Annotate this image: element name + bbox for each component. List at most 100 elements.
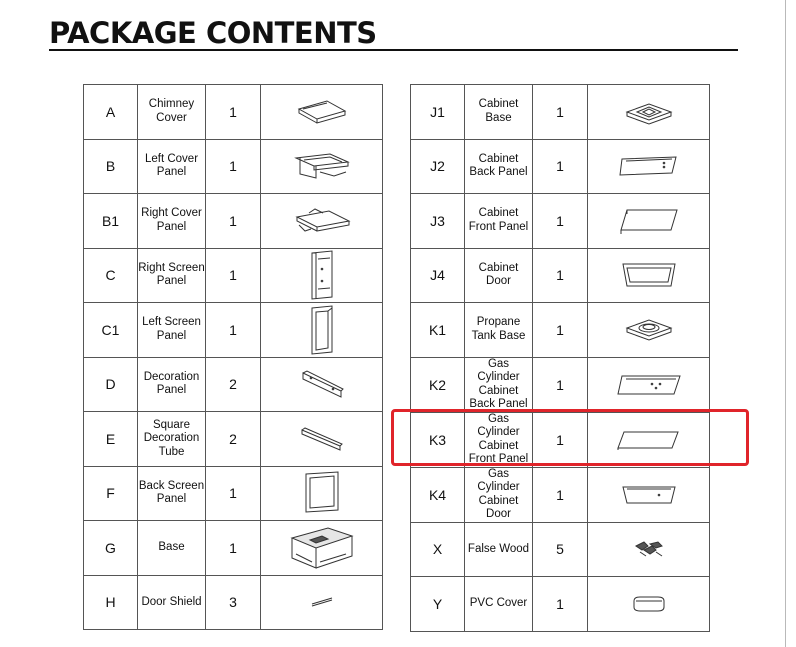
gas-cylinder-door-icon	[621, 486, 676, 503]
part-name-line: Decoration	[143, 370, 200, 383]
part-code: K1	[410, 302, 465, 358]
false-wood-icon	[634, 541, 663, 557]
highlight-box-k3	[391, 409, 749, 466]
part-code: H	[83, 574, 138, 630]
part-name-line: Left Cover	[144, 152, 199, 165]
part-illustration	[587, 138, 710, 194]
part-code: J3	[410, 193, 465, 249]
part-code: B1	[83, 193, 138, 249]
part-illustration	[587, 466, 710, 523]
part-name-line: Base	[485, 111, 512, 124]
part-name-line: Front Panel	[468, 220, 529, 233]
page-edge-line	[785, 0, 786, 647]
pvc-cover-icon	[633, 596, 664, 612]
part-quantity: 2	[205, 411, 261, 467]
part-name-line: Cabinet	[478, 152, 519, 165]
part-quantity: 1	[532, 302, 588, 358]
part-code: X	[410, 521, 465, 577]
part-name-line: Back Screen	[138, 479, 205, 492]
part-illustration	[260, 138, 383, 194]
part-name: Base	[137, 520, 206, 576]
left-screen-panel-icon	[311, 305, 332, 355]
part-quantity: 1	[532, 247, 588, 303]
part-name: False Wood	[464, 521, 533, 577]
part-name-line: Cabinet	[478, 384, 519, 397]
part-illustration	[587, 521, 710, 577]
part-name-line: Front Panel	[468, 453, 529, 465]
chimney-cover-icon	[297, 100, 346, 124]
part-quantity: 1	[205, 84, 261, 140]
part-illustration	[587, 576, 710, 632]
part-code: G	[83, 520, 138, 576]
part-quantity: 3	[205, 574, 261, 630]
part-name-line: Left Screen	[142, 316, 201, 329]
part-name-line: Cabinet	[478, 207, 519, 220]
part-name-line: Panel	[156, 275, 187, 288]
part-quantity: 1	[205, 247, 261, 303]
part-illustration	[260, 84, 383, 140]
part-code: Y	[410, 576, 465, 632]
part-name-line: Back Panel	[469, 398, 528, 410]
title-underline	[49, 49, 738, 51]
part-name-line: Propane	[476, 316, 521, 329]
decoration-tube-icon	[301, 427, 343, 451]
base-icon	[289, 527, 354, 569]
part-name-line: Panel	[156, 493, 187, 506]
part-illustration	[587, 247, 710, 303]
part-quantity: 5	[532, 521, 588, 577]
part-name-line: Cylinder	[477, 426, 520, 438]
part-name-line: Cylinder	[477, 371, 520, 383]
part-illustration	[587, 193, 710, 249]
part-illustration	[260, 247, 383, 303]
part-code: F	[83, 465, 138, 521]
part-quantity: 1	[205, 520, 261, 576]
part-name-line: Chimney	[148, 98, 195, 111]
part-name-line: Door	[486, 275, 511, 288]
part-name-line: Gas	[487, 357, 510, 370]
part-quantity: 1	[532, 138, 588, 194]
part-name-line: Cabinet	[478, 261, 519, 274]
cabinet-base-icon	[625, 103, 672, 125]
part-illustration	[587, 356, 710, 413]
part-name-line: Right Screen	[138, 261, 205, 274]
door-shield-icon	[311, 597, 332, 607]
part-name: Door Shield	[137, 574, 206, 630]
part-name-line: Panel	[156, 384, 187, 397]
gas-cylinder-front-panel-icon	[616, 431, 679, 450]
left-cover-panel-icon	[293, 153, 350, 179]
part-name-line: Cabinet	[478, 439, 519, 452]
part-name-line: PVC Cover	[469, 597, 528, 609]
part-name-line: Tank Base	[471, 329, 526, 342]
cabinet-door-icon	[621, 263, 676, 287]
part-illustration	[260, 465, 383, 521]
part-name-line: Gas	[487, 412, 510, 425]
part-illustration	[260, 356, 383, 412]
page-title: PACKAGE CONTENTS	[49, 16, 377, 50]
right-screen-panel-icon	[311, 250, 332, 300]
part-code: K2	[410, 356, 465, 413]
part-code: B	[83, 138, 138, 194]
part-quantity: 1	[532, 466, 588, 523]
